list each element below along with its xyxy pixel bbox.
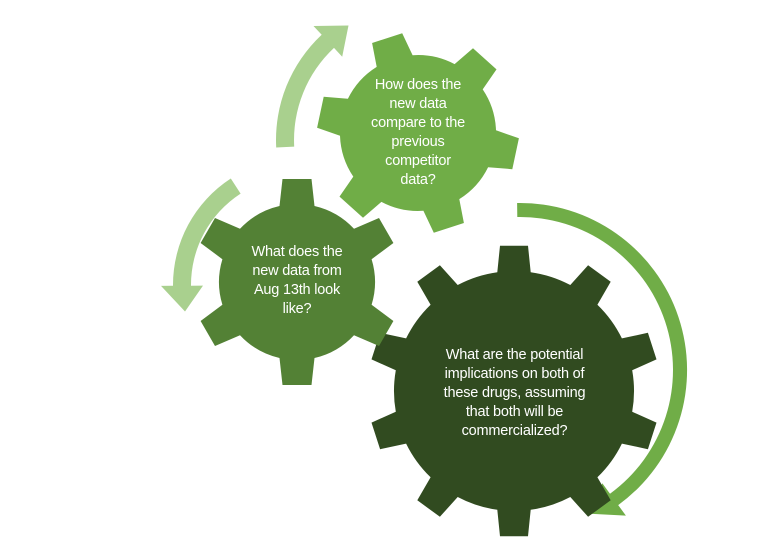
gear-compare-label: How does the new data compare to the pre… (371, 77, 465, 188)
gear-new-data-label: What does the new data from Aug 13th loo… (251, 244, 343, 317)
curved-arrow-down-right-icon (517, 202, 688, 516)
curved-arrow-down-left-icon (161, 178, 241, 312)
gear-compare-shape (317, 33, 519, 233)
curved-arrow-up-icon (276, 25, 349, 148)
gear-implications-label: What are the potential implications on b… (443, 347, 586, 439)
gear-new-data-shape (200, 179, 394, 385)
gear-implications-shape (371, 245, 657, 537)
